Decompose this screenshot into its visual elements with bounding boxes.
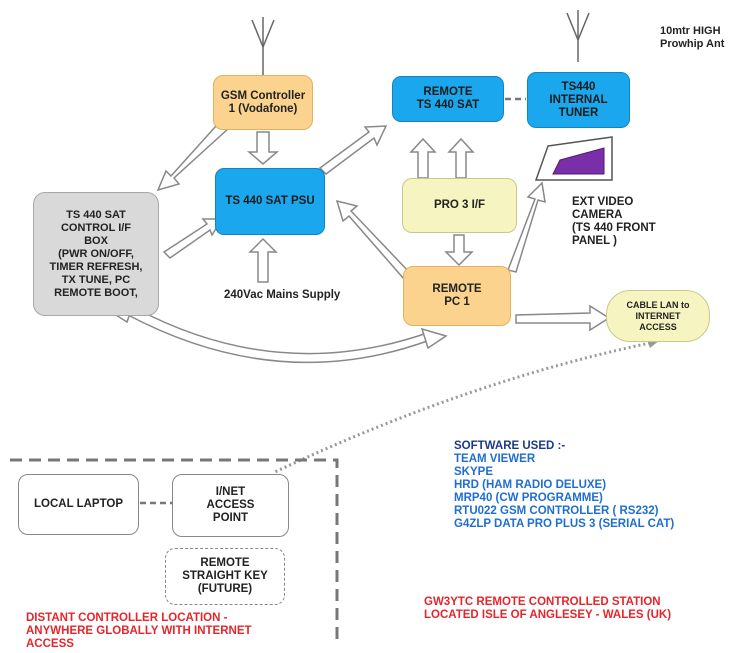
camera-label: EXT VIDEO CAMERA (TS 440 FRONT PANEL )	[572, 196, 656, 247]
access-point-box: I/NET ACCESS POINT	[172, 474, 289, 537]
software-item: HRD (HAM RADIO DELUXE)	[454, 479, 607, 491]
dotted-internet-link	[274, 340, 656, 474]
pro3-box: PRO 3 I/F	[402, 178, 517, 233]
arrow-pro3-to-pc	[444, 234, 474, 267]
arrow-pro3-to-remote-right	[447, 137, 475, 179]
software-item: MRP40 (CW PROGRAMME)	[454, 492, 603, 504]
arrow-pc-to-psu	[335, 199, 412, 281]
distant-boundary	[10, 458, 339, 640]
antenna-icon-right	[566, 10, 590, 62]
local-laptop-box: LOCAL LAPTOP	[18, 474, 139, 535]
cable-lan-box: CABLE LAN to INTERNET ACCESS	[606, 290, 710, 342]
internal-tuner-box: TS440 INTERNAL TUNER	[527, 72, 630, 128]
software-list: SOFTWARE USED :- TEAM VIEWER SKYPE HRD (…	[454, 440, 674, 531]
arrow-psu-to-remote	[318, 125, 388, 175]
psu-box: TS 440 SAT PSU	[215, 168, 325, 235]
antenna-label: 10mtr HIGH Prowhip Ant	[660, 25, 725, 50]
video-camera-icon	[534, 136, 613, 181]
distant-controller-label: DISTANT CONTROLLER LOCATION - ANYWHERE G…	[26, 612, 252, 650]
straight-key-box: REMOTE STRAIGHT KEY (FUTURE)	[165, 548, 285, 605]
connector-arrows	[156, 118, 611, 332]
software-item: RTU022 GSM CONTROLLER ( RS232)	[454, 505, 659, 517]
mains-supply-label: 240Vac Mains Supply	[224, 289, 341, 301]
gsm-controller-box: GSM Controller 1 (Vodafone)	[213, 75, 313, 130]
arrow-pc-to-camera	[506, 181, 546, 273]
arrow-pro3-to-remote-left	[409, 137, 437, 179]
software-item: G4ZLP DATA PRO PLUS 3 (SERIAL CAT)	[454, 518, 675, 530]
arrow-gsm-to-control	[156, 118, 231, 192]
remote-pc-box: REMOTE PC 1	[403, 266, 511, 326]
arrow-pc-to-control-curve	[127, 307, 431, 364]
arrow-mains-to-psu	[248, 237, 278, 283]
arrow-control-to-psu	[162, 218, 224, 259]
control-box: TS 440 SAT CONTROL I/F BOX (PWR ON/OFF, …	[33, 192, 159, 316]
software-item: TEAM VIEWER	[454, 453, 536, 465]
software-item: SKYPE	[454, 466, 493, 478]
arrowhead-pc-end	[420, 327, 448, 350]
antenna-icon-left	[251, 17, 275, 75]
station-location-label: GW3YTC REMOTE CONTROLLED STATION LOCATED…	[424, 596, 672, 621]
software-heading: SOFTWARE USED :-	[454, 440, 566, 452]
remote-ts440-box: REMOTE TS 440 SAT	[392, 76, 504, 122]
arrow-gsm-to-psu	[246, 131, 280, 165]
arrow-pc-to-lan	[515, 304, 611, 332]
